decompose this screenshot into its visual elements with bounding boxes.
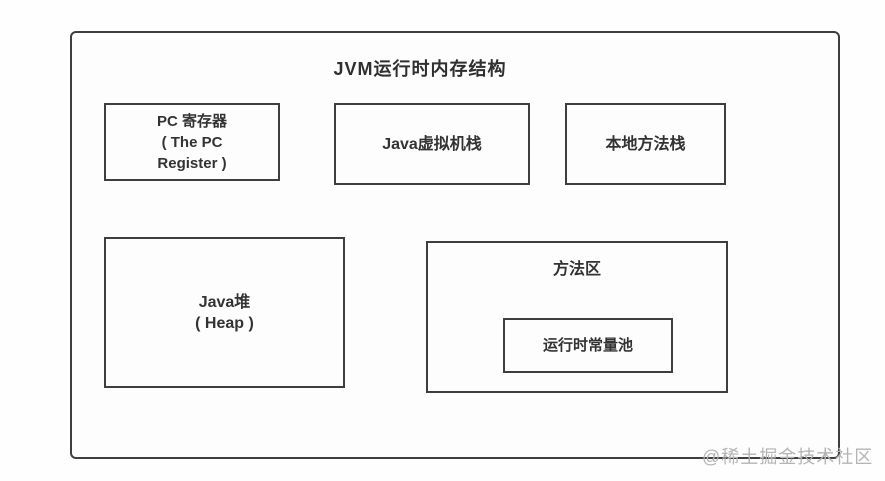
jvm-stack-label: Java虚拟机栈 [382,135,482,153]
java-heap-box: Java堆 ( Heap ) [104,237,345,388]
pc-register-label-line2: ( The PC [161,133,223,151]
method-area-label: 方法区 [552,261,601,278]
pc-register-label-line1: PC 寄存器 [156,112,227,130]
native-method-stack-box: 本地方法栈 [565,103,726,185]
pc-register-label-line3: Register ) [157,154,227,172]
java-heap-label-line1: Java堆 [198,293,251,311]
java-heap-label-line2: ( Heap ) [195,314,254,332]
watermark-text: @稀土掘金技术社区 [702,447,874,467]
native-method-stack-label: 本地方法栈 [605,135,686,153]
pc-register-box: PC 寄存器 ( The PC Register ) [104,103,280,181]
diagram-title: JVM运行时内存结构 [333,59,507,79]
runtime-constant-pool-label: 运行时常量池 [542,337,633,354]
jvm-stack-box: Java虚拟机栈 [334,103,530,185]
runtime-constant-pool-box: 运行时常量池 [503,318,673,373]
